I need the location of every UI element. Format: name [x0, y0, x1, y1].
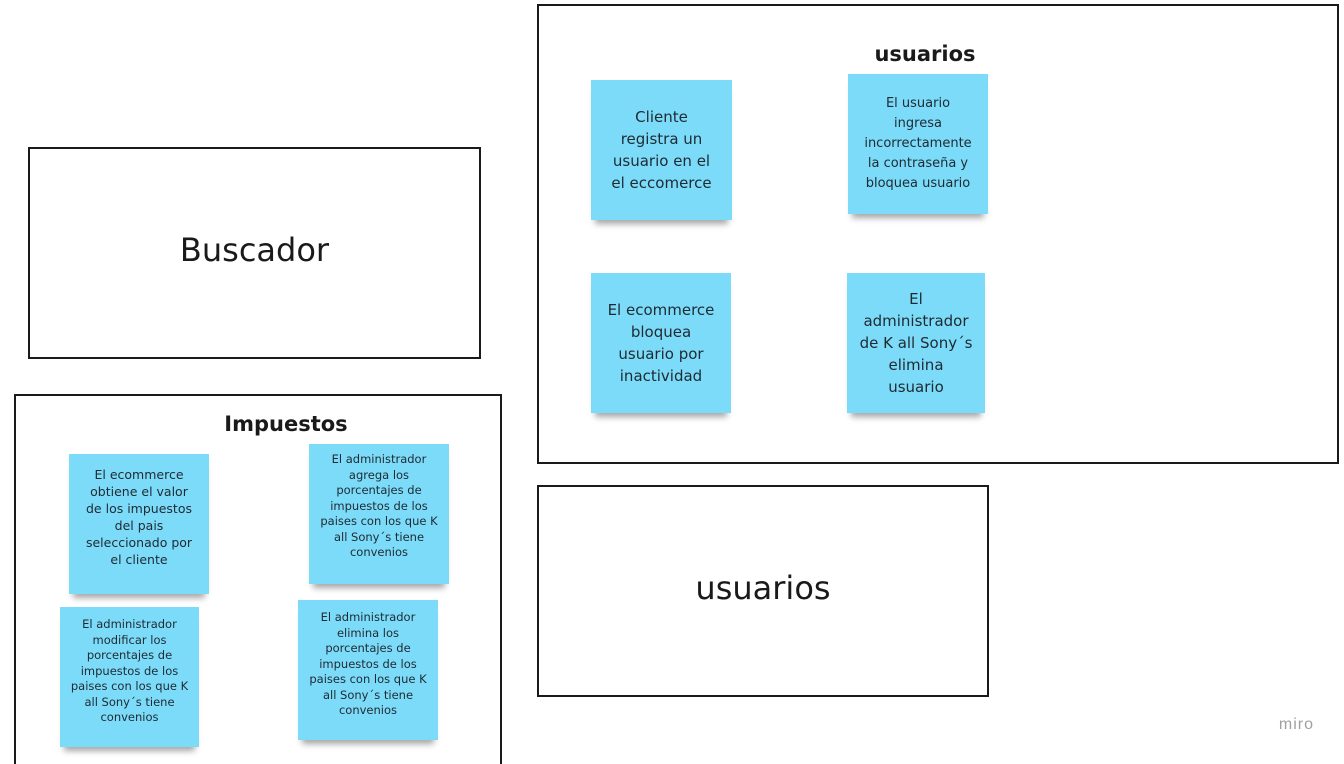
miro-watermark: miro	[1278, 716, 1314, 733]
impuestos-frame-title: Impuestos	[224, 412, 348, 436]
sticky-note-inactividad[interactable]: El ecommerce bloquea usuario por inactiv…	[591, 273, 731, 413]
sticky-note-text: El administrador agrega los porcentajes …	[320, 452, 438, 559]
sticky-note-cliente-registra[interactable]: Cliente registra un usuario en el el ecc…	[591, 80, 732, 220]
sticky-note-text: El administrador elimina los porcentajes…	[309, 610, 427, 717]
sticky-note-agrega-porcentajes[interactable]: El administrador agrega los porcentajes …	[309, 444, 449, 584]
sticky-note-administrador-elimina[interactable]: El administrador de K all Sony´s elimina…	[847, 273, 985, 413]
sticky-note-text: El ecommerce obtiene el valor de los imp…	[85, 467, 193, 567]
buscador-frame[interactable]: Buscador	[28, 147, 481, 359]
usuarios-box[interactable]: usuarios	[537, 485, 989, 697]
buscador-label: Buscador	[179, 231, 330, 269]
sticky-note-text: El ecommerce bloquea usuario por inactiv…	[607, 301, 715, 385]
sticky-note-text: El administrador de K all Sony´s elimina…	[859, 290, 973, 396]
sticky-note-modificar-porcentajes[interactable]: El administrador modificar los porcentaj…	[60, 607, 199, 747]
sticky-note-elimina-porcentajes[interactable]: El administrador elimina los porcentajes…	[298, 600, 438, 740]
sticky-note-obtiene-impuestos[interactable]: El ecommerce obtiene el valor de los imp…	[69, 454, 209, 594]
sticky-note-contrasena-bloquea[interactable]: El usuario ingresa incorrectamente la co…	[848, 74, 988, 214]
usuarios-box-label: usuarios	[695, 569, 831, 607]
sticky-note-text: El administrador modificar los porcentaj…	[70, 617, 189, 724]
sticky-note-text: Cliente registra un usuario en el el ecc…	[611, 108, 712, 192]
sticky-note-text: El usuario ingresa incorrectamente la co…	[864, 96, 972, 191]
usuarios-frame-title: usuarios	[874, 42, 976, 66]
